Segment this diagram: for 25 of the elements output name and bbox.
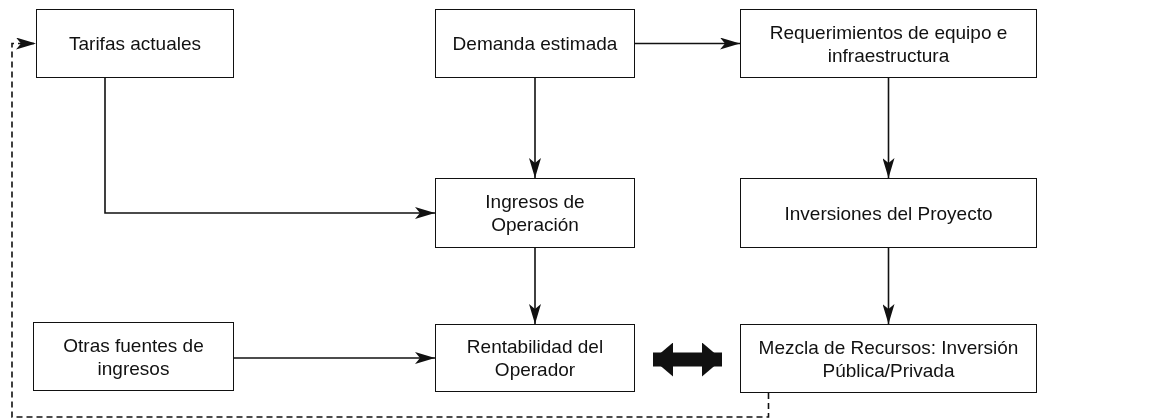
process-box xyxy=(740,178,1037,248)
process-box xyxy=(435,324,635,392)
double-arrow xyxy=(653,342,722,377)
process-box xyxy=(740,324,1037,393)
process-box xyxy=(740,9,1037,78)
box-label: Inversiones del Proyecto xyxy=(784,201,993,225)
box-label: Tarifas actuales xyxy=(69,32,201,55)
process-box xyxy=(435,178,635,248)
arrow xyxy=(104,77,436,219)
box-label: Mezcla de Recursos: Inversión Pública/Privada xyxy=(757,335,1020,382)
box-label: Otras fuentes de ingresos xyxy=(62,333,205,380)
arrow xyxy=(233,352,436,364)
process-box xyxy=(435,9,635,78)
process-box xyxy=(36,9,234,78)
box-label: Requerimientos de equipo e infraestructura xyxy=(768,20,1009,67)
arrow xyxy=(529,77,541,179)
arrow xyxy=(634,37,741,50)
arrow xyxy=(529,247,541,325)
box-label: Rentabilidad del Operador xyxy=(465,335,605,381)
arrow xyxy=(11,37,770,418)
process-box xyxy=(33,322,234,391)
arrow xyxy=(882,247,895,325)
arrow xyxy=(882,77,895,179)
box-label: Ingresos de Operación xyxy=(484,190,586,236)
box-label: Demanda estimada xyxy=(452,32,618,55)
